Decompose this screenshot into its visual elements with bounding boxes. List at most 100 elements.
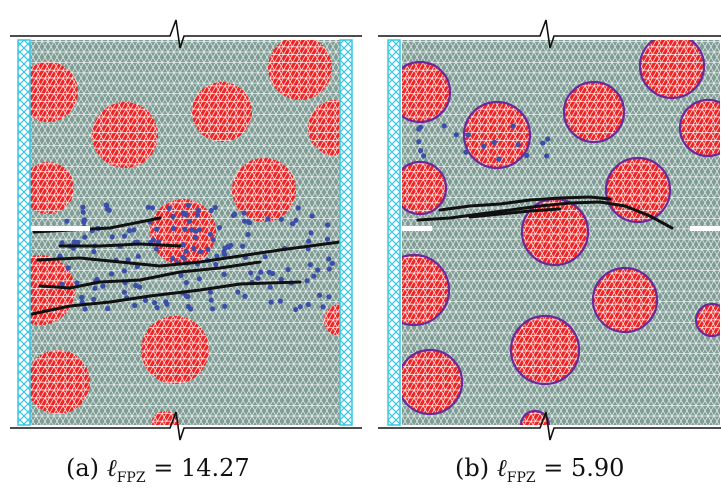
damage-point bbox=[524, 152, 530, 159]
damage-point bbox=[196, 276, 202, 282]
damage-point bbox=[245, 231, 251, 238]
damage-point bbox=[59, 281, 65, 287]
damage-point bbox=[326, 294, 332, 300]
damage-point bbox=[125, 257, 131, 263]
damage-point bbox=[320, 304, 326, 310]
damage-point bbox=[166, 205, 172, 211]
damage-point bbox=[207, 289, 213, 295]
caption-a: (a) ℓFPZ = 14.27 bbox=[66, 454, 250, 488]
damage-point bbox=[183, 248, 189, 254]
damage-point bbox=[246, 220, 253, 226]
aggregate bbox=[591, 266, 659, 334]
damage-point bbox=[132, 302, 138, 308]
damage-point bbox=[64, 218, 70, 224]
damage-point bbox=[155, 239, 162, 245]
damage-point bbox=[71, 239, 77, 245]
aggregate bbox=[232, 158, 296, 222]
caption-value: 14.27 bbox=[180, 454, 250, 482]
damage-point bbox=[242, 293, 248, 299]
damage-point bbox=[150, 205, 156, 211]
damage-point bbox=[131, 227, 137, 233]
damage-point bbox=[213, 261, 219, 268]
damage-point bbox=[266, 269, 272, 275]
damage-point bbox=[216, 225, 222, 231]
notch-b-right bbox=[690, 226, 720, 231]
aggregate bbox=[268, 40, 332, 100]
damage-point bbox=[145, 204, 151, 210]
aggregate bbox=[30, 350, 90, 414]
damage-point bbox=[307, 262, 313, 268]
right-support-icon bbox=[339, 39, 353, 426]
damage-point bbox=[325, 222, 331, 228]
damage-point bbox=[491, 139, 497, 145]
aggregate bbox=[192, 82, 252, 142]
damage-point bbox=[142, 297, 149, 303]
damage-point bbox=[183, 293, 189, 299]
damage-point bbox=[481, 143, 487, 149]
aggregate bbox=[462, 100, 532, 170]
damage-point bbox=[545, 136, 551, 142]
damage-point bbox=[305, 301, 311, 308]
damage-point bbox=[191, 245, 197, 252]
damage-point bbox=[180, 242, 186, 248]
damage-point bbox=[304, 278, 310, 284]
damage-points-b bbox=[416, 123, 551, 162]
damage-point bbox=[441, 123, 447, 129]
frame-b bbox=[378, 19, 721, 441]
aggregate bbox=[402, 160, 448, 216]
damage-point bbox=[154, 305, 160, 311]
crack-path bbox=[438, 195, 612, 212]
damage-point bbox=[109, 234, 115, 240]
damage-point bbox=[418, 148, 424, 154]
damage-point bbox=[133, 282, 139, 289]
damage-point bbox=[268, 299, 274, 305]
damage-point bbox=[154, 226, 160, 232]
damage-point bbox=[187, 218, 193, 224]
damage-point bbox=[324, 236, 330, 242]
damage-point bbox=[293, 217, 299, 223]
damage-point bbox=[153, 246, 159, 252]
damage-point bbox=[126, 228, 132, 234]
damage-point bbox=[214, 253, 220, 259]
damage-point bbox=[74, 280, 80, 286]
damage-point bbox=[198, 249, 204, 255]
damage-point bbox=[210, 237, 216, 243]
damage-point bbox=[79, 294, 85, 301]
damage-point bbox=[496, 156, 502, 162]
damage-point bbox=[293, 306, 299, 313]
damage-point bbox=[258, 269, 264, 275]
damage-point bbox=[189, 227, 195, 233]
damage-point bbox=[180, 211, 187, 217]
damage-point bbox=[150, 237, 156, 243]
notch-a bbox=[30, 226, 90, 231]
damage-point bbox=[262, 254, 268, 260]
damage-point bbox=[308, 230, 314, 236]
damage-point bbox=[277, 298, 283, 304]
damage-point bbox=[316, 292, 323, 298]
aggregate bbox=[402, 60, 452, 124]
damage-point bbox=[135, 253, 141, 259]
damage-point bbox=[121, 289, 127, 295]
aggregate bbox=[30, 62, 78, 122]
damage-point bbox=[205, 246, 211, 252]
damage-point bbox=[315, 267, 321, 273]
caption-equals: = bbox=[543, 454, 564, 482]
damage-point bbox=[207, 231, 213, 237]
damage-point bbox=[188, 306, 194, 312]
damage-point bbox=[180, 254, 186, 260]
aggregate bbox=[308, 100, 340, 156]
damage-point bbox=[195, 207, 201, 214]
damage-point bbox=[100, 283, 106, 289]
damage-point bbox=[510, 123, 516, 129]
damage-point bbox=[163, 299, 169, 305]
damage-point bbox=[329, 260, 335, 266]
damage-point bbox=[80, 204, 86, 210]
damage-point bbox=[121, 233, 128, 239]
damage-point bbox=[540, 140, 546, 146]
damage-point bbox=[241, 218, 248, 224]
damage-point bbox=[285, 266, 291, 273]
crack-path bbox=[30, 280, 302, 316]
caption-prefix: (a) bbox=[66, 454, 100, 482]
damage-point bbox=[212, 204, 218, 211]
